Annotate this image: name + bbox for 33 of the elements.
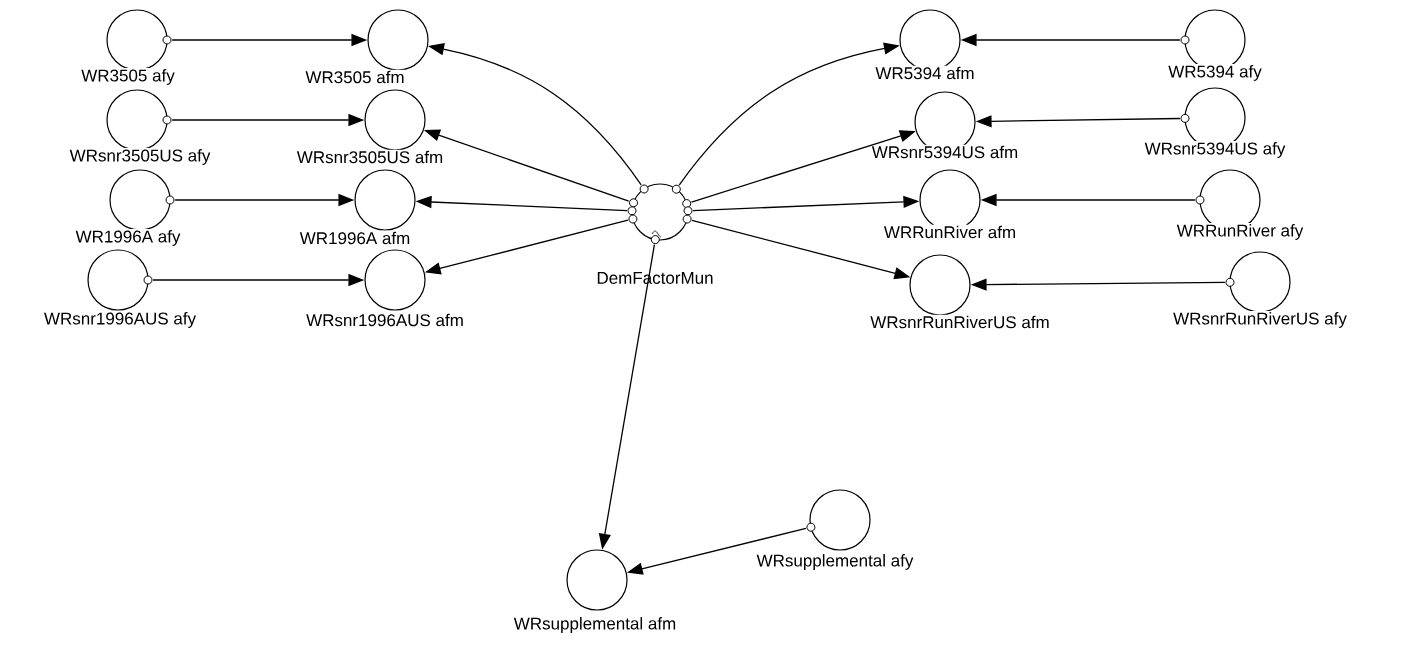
- node-label: WRsnr1996AUS afm: [306, 313, 463, 327]
- node-label: WR1996A afy: [75, 230, 181, 246]
- node-label: WRsupplemental afm: [513, 617, 676, 633]
- converter-node: WRRunRiver afy: [1175, 169, 1305, 241]
- node-label: WRRunRiver afy: [1176, 224, 1304, 240]
- converter-node: WRsnrRunRiverUS afy: [1172, 251, 1348, 329]
- node-label: WRsnrRunRiverUS afm: [870, 315, 1049, 329]
- converter-node: WR5394 afy: [1167, 9, 1263, 82]
- converter-node: WRsnr1996AUS afy: [42, 249, 198, 329]
- converter-node: WRsnr1996AUS afm: [305, 249, 465, 328]
- converter-node: WRsupplemental afy: [755, 489, 915, 571]
- converter-node: WRsnrRunRiverUS afm: [869, 254, 1051, 330]
- node-label: WR5394 afy: [1168, 65, 1262, 81]
- converter-node: WRsnr5394US afm: [870, 91, 1020, 160]
- node-label: WR3505 afm: [305, 70, 404, 84]
- node-label: WRsnr3505US afy: [69, 149, 211, 165]
- node-label: WRRunRiver afm: [883, 225, 1015, 239]
- node-label: WR5394 afm: [875, 66, 974, 80]
- node-label: WRsnrRunRiverUS afy: [1173, 312, 1347, 328]
- node-label: WRsupplemental afy: [756, 554, 914, 570]
- converter-node: WRsnr3505US afy: [68, 89, 212, 166]
- converter-node: WRsnr3505US afm: [295, 89, 445, 165]
- node-label: WRsnr3505US afm: [296, 150, 443, 164]
- converter-node: WRsnr5394US afy: [1143, 87, 1287, 159]
- converter-node: WR3505 afm: [304, 9, 429, 85]
- node-label: WRsnr5394US afy: [1144, 142, 1286, 158]
- node-label: WR1996A afm: [299, 231, 410, 245]
- converter-node: WR1996A afy: [74, 169, 182, 247]
- converter-node: WRsupplemental afm: [512, 549, 678, 634]
- node-label: WRsnr1996AUS afy: [44, 312, 197, 328]
- node-label: WR3505 afy: [81, 69, 175, 85]
- converter-node: WR1996A afm: [298, 169, 416, 246]
- converter-node: WR3505 afy: [80, 9, 176, 86]
